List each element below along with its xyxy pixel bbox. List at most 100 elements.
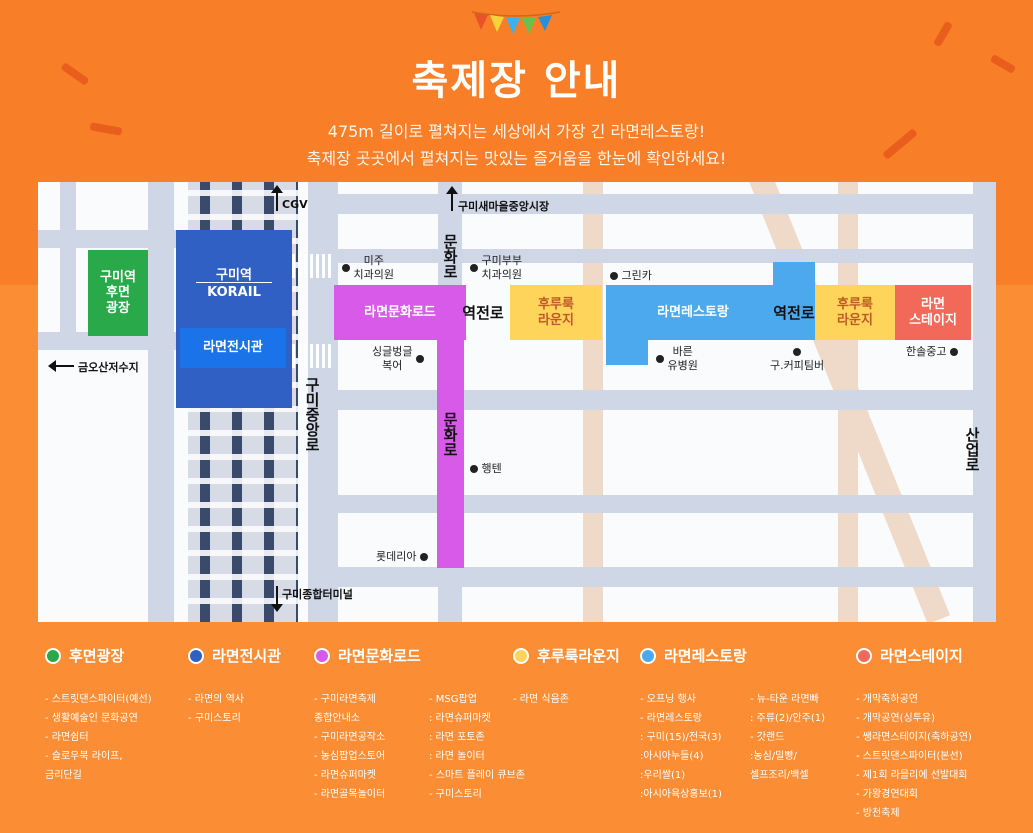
legend-list: - 라면 식음존: [513, 690, 569, 709]
ramen-culture-road-vertical[interactable]: [437, 285, 464, 568]
hururuk-lounge-1[interactable]: 후루룩 라운지: [510, 285, 602, 340]
munhwa-road-top-label: 문화로: [441, 234, 459, 279]
legend-item: 금리단길: [45, 770, 82, 781]
legend-item: - 개막축하공연: [856, 694, 918, 705]
station-korail: KORAIL: [207, 285, 261, 300]
poi-mijoo: 미주 치과의원: [342, 254, 394, 282]
legend-heading-label: 라면스테이지: [880, 647, 963, 665]
up-arrow-head-icon: [271, 185, 283, 193]
poi-hansol: 한솔중고: [906, 345, 958, 359]
gumi-jungang-road-label: 구미중앙로: [303, 377, 321, 452]
legend-heading[interactable]: 후루룩라운지: [513, 645, 620, 666]
legend-item: : 라면 포토존: [429, 732, 485, 743]
legend-heading[interactable]: 라면전시관: [188, 645, 281, 666]
legend-item: - 라면골목놀이터: [314, 789, 386, 800]
legend-heading-label: 라면문화로드: [338, 647, 421, 665]
location-dot-icon: [415, 354, 424, 363]
poi-label: 미주 치과의원: [353, 254, 394, 281]
legend-heading-label: 후면광장: [69, 647, 125, 665]
subtitle-line-1: 475m 길이로 펼쳐지는 세상에서 가장 긴 라면레스토랑!: [327, 122, 706, 141]
legend-item: - 스마트 플레이 큐브존: [429, 770, 525, 781]
location-dot-icon: [470, 263, 478, 272]
legend-color-dot-icon: [513, 647, 529, 664]
road: [333, 567, 996, 587]
gumi-station[interactable]: [176, 230, 292, 408]
legend-heading[interactable]: 라면스테이지: [856, 645, 963, 666]
huemyeon-plaza[interactable]: 구미역 후면 광장: [88, 250, 148, 336]
legend-item: - 방천축제: [856, 808, 900, 819]
legend-heading[interactable]: 라면레스토랑: [640, 645, 747, 666]
location-dot-icon: [610, 272, 618, 280]
legend-list: - 뉴-타운 라면빠 : 주류(2)/안주(1)- 갓랜드 :농심/밀빵/ 셀프…: [750, 690, 825, 785]
up-arrow-icon: [276, 187, 278, 211]
legend-item: - 구미스토리: [429, 789, 482, 800]
sanup-road-label: 산업로: [963, 427, 981, 472]
reservoir-label: 금오산저수지: [78, 361, 139, 374]
legend-color-dot-icon: [314, 647, 330, 664]
left-arrow-icon: [52, 365, 74, 367]
left-arrow-head-icon: [48, 360, 56, 372]
legend-item: - 가왕경연대회: [856, 789, 918, 800]
legend-item: - 갓랜드: [750, 732, 785, 743]
legend-heading[interactable]: 후면광장: [45, 645, 124, 666]
legend-item: : 라면 놀이터: [429, 751, 485, 762]
location-dot-icon: [470, 465, 478, 473]
legend-item: - 개막공연(싱투유): [856, 713, 935, 724]
road: [38, 332, 178, 350]
hururuk-lounge-2[interactable]: 후루룩 라운지: [815, 285, 895, 340]
market-label: 구미새마을중앙시장: [458, 200, 550, 213]
down-arrow-icon: [276, 586, 278, 606]
terminal-label: 구미종합터미널: [282, 588, 353, 601]
legend-group: 라면전시관- 라면의 역사- 구미스토리: [188, 645, 281, 724]
poi-label: 그린카: [621, 269, 652, 282]
road: [973, 182, 996, 622]
page-title: 축제장 안내: [411, 58, 622, 104]
legend-heading-label: 후루룩라운지: [537, 647, 620, 665]
station-name: 구미역: [216, 268, 252, 283]
bunting-flags-icon: [471, 11, 561, 34]
legend-group: 라면레스토랑- 오프닝 행사- 라면레스토랑 : 구미(15)/전국(3) :아…: [640, 645, 825, 800]
legend-group: 후루룩라운지 - 라면 식음존: [513, 645, 620, 705]
legend-item: 종합안내소: [314, 713, 360, 724]
poi-label: 구미부부 치과의원: [481, 254, 522, 281]
poi-label: 싱글벙글 복어: [372, 345, 413, 372]
legend-item: - 라면 식음존: [513, 694, 569, 705]
legend-item: :농심/밀빵/: [750, 751, 797, 762]
road: [333, 249, 996, 263]
road: [333, 390, 996, 410]
confetti-decoration: [933, 20, 953, 48]
legend-item: - MSG팝업: [429, 694, 477, 705]
crosswalk: [292, 344, 332, 368]
legend-item: :아시아육상홍보(1): [640, 789, 722, 800]
location-dot-icon: [419, 553, 428, 561]
munhwa-road-label: 문화로: [441, 412, 459, 457]
ramen-restaurant[interactable]: 라면레스토랑: [606, 285, 780, 340]
legend-item: :우리쌀(1): [640, 770, 686, 781]
legend-item: - 스트릿댄스파이터(예선): [45, 694, 152, 705]
ramen-hall[interactable]: 라면전시관: [180, 328, 286, 368]
legend-list: - MSG팝업 : 라면슈퍼마켓 : 라면 포토존 : 라면 놀이터- 스마트 …: [429, 690, 525, 804]
road: [60, 182, 76, 332]
yeokjeon-road-label-2: 역전로: [773, 285, 815, 340]
location-dot-icon: [793, 348, 802, 356]
poi-gumi-couple: 구미부부 치과의원: [470, 254, 522, 282]
legend-color-dot-icon: [856, 647, 872, 664]
legend-group: 라면스테이지- 개막축하공연- 개막공연(싱투유)- 쌩라면스테이지(축하공연)…: [856, 645, 972, 819]
legend-list: - 개막축하공연- 개막공연(싱투유)- 쌩라면스테이지(축하공연)- 스트릿댄…: [856, 690, 972, 823]
poi-label: 행텐: [481, 462, 502, 475]
poi-label: 바른 유병원: [667, 345, 698, 372]
legend-heading[interactable]: 라면문화로드: [314, 645, 421, 666]
legend-item: - 슬로우북 라이프,: [45, 751, 123, 762]
legend-list: - 스트릿댄스파이터(예선)- 생활예술인 문화공연- 라면쉼터- 슬로우북 라…: [45, 690, 152, 785]
festival-map: 구미역 후면 광장 구미역 KORAIL 라면전시관 라면문화로드 역전로 후루…: [38, 182, 996, 622]
legend-item: - 스트릿댄스파이터(본선): [856, 751, 963, 762]
ramen-restaurant-extension: [606, 332, 648, 365]
ramen-stage[interactable]: 라면 스테이지: [895, 285, 971, 340]
legend-heading-label: 라면전시관: [212, 647, 282, 665]
legend-item: - 라면의 역사: [188, 694, 244, 705]
location-dot-icon: [949, 348, 958, 356]
station-divider: [196, 282, 272, 283]
legend-item: - 구미라면축제: [314, 694, 376, 705]
cgv-label: CGV: [282, 198, 308, 211]
legend-item: - 오프닝 행사: [640, 694, 696, 705]
